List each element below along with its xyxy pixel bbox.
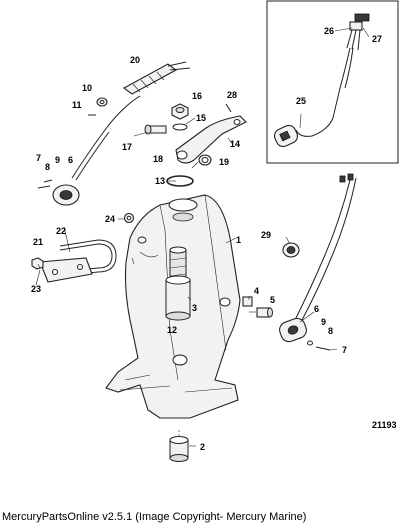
callout-18: 18 — [153, 154, 163, 164]
u-bolt-part — [57, 239, 117, 277]
grommet-part — [282, 242, 300, 258]
o-ring-part — [166, 175, 194, 187]
callout-2: 2 — [200, 442, 205, 452]
callout-9-left: 9 — [55, 155, 60, 165]
washer-part — [172, 123, 188, 131]
bushing-small-part — [198, 154, 212, 166]
pin-part — [225, 103, 232, 113]
right-sensor-part — [279, 317, 307, 343]
callout-1: 1 — [236, 235, 241, 245]
callout-8-right: 8 — [328, 326, 333, 336]
callout-17: 17 — [122, 142, 132, 152]
callout-22: 22 — [56, 226, 66, 236]
bolt-part — [144, 124, 167, 135]
callout-13: 13 — [155, 176, 165, 186]
left-harness-part — [71, 95, 141, 181]
nut-small-part — [31, 257, 44, 270]
callout-25: 25 — [296, 96, 306, 106]
callout-12: 12 — [167, 325, 177, 335]
callout-6-right: 6 — [314, 304, 319, 314]
callout-21: 21 — [33, 237, 43, 247]
callout-23: 23 — [31, 284, 41, 294]
connector-plug-part — [346, 13, 370, 51]
inset-detail-box — [266, 0, 399, 164]
callout-16: 16 — [192, 91, 202, 101]
bushing-part — [169, 430, 196, 462]
callout-27: 27 — [372, 34, 382, 44]
callout-4: 4 — [254, 286, 259, 296]
callout-14: 14 — [230, 139, 240, 149]
callout-10: 10 — [82, 83, 92, 93]
figure-number: 21193 — [372, 420, 397, 430]
trim-arm-part — [175, 115, 247, 164]
callout-19: 19 — [219, 157, 229, 167]
callout-7-right: 7 — [342, 345, 347, 355]
terminal-bundle-part — [122, 61, 191, 95]
lock-washer-part — [123, 212, 135, 224]
leader-line — [299, 113, 302, 129]
callout-11: 11 — [72, 100, 82, 110]
spacer-part — [256, 307, 273, 318]
callout-26: 26 — [324, 26, 334, 36]
callout-7-left: 7 — [36, 153, 41, 163]
nut-part — [171, 103, 189, 120]
callout-3: 3 — [192, 303, 197, 313]
callout-29: 29 — [261, 230, 271, 240]
callout-28: 28 — [227, 90, 237, 100]
callout-8-left: 8 — [45, 162, 50, 172]
right-harness-part — [295, 173, 357, 321]
callout-15: 15 — [196, 113, 206, 123]
screw-part — [37, 179, 53, 189]
left-sensor-part — [52, 184, 80, 206]
leader-line — [334, 27, 353, 32]
right-washer-part — [307, 340, 313, 346]
leader-lines — [35, 117, 338, 351]
leader-line — [187, 296, 192, 301]
mounting-plate-part — [39, 257, 93, 283]
callout-labels: 1 2 3 4 5 6 6 7 7 8 8 9 9 10 11 12 13 14… — [31, 26, 397, 452]
leader-line — [362, 27, 370, 38]
callout-5: 5 — [270, 295, 275, 305]
sensor-part — [273, 124, 299, 148]
callout-24: 24 — [105, 214, 115, 224]
pivot-pin-part — [165, 246, 191, 321]
callout-6-left: 6 — [68, 155, 73, 165]
copyright-footer: MercuryPartsOnline v2.5.1 (Image Copyrig… — [2, 511, 307, 523]
callout-9-right: 9 — [321, 317, 326, 327]
plug-part — [242, 296, 253, 307]
inset-harness-part — [295, 47, 351, 137]
right-screw-part — [315, 346, 331, 351]
clip-part — [96, 97, 108, 107]
callout-20: 20 — [130, 55, 140, 65]
